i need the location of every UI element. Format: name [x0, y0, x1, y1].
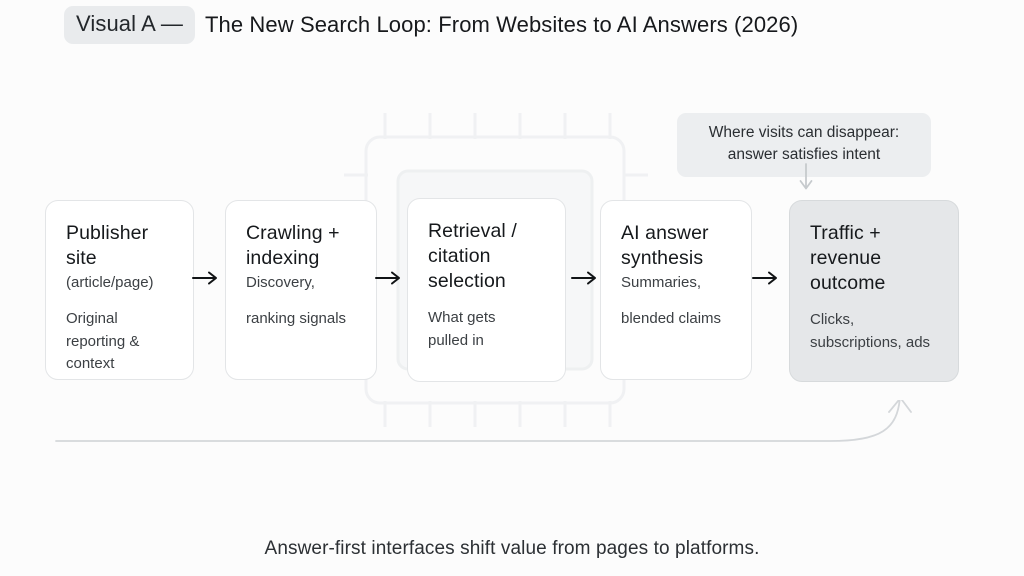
- node-detail: Clicks,subscriptions, ads: [810, 311, 931, 351]
- visual-badge: Visual A —: [64, 6, 195, 44]
- node-detail: ranking signals: [246, 310, 347, 327]
- page-title: Visual A — The New Search Loop: From Web…: [64, 6, 798, 44]
- node-detail: blended claims: [621, 310, 722, 327]
- footer-caption: Answer-first interfaces shift value from…: [264, 538, 760, 559]
- callout-down-arrow-icon: [799, 163, 813, 190]
- callout-line-1: Where visits can disappear:: [708, 124, 900, 141]
- node-heading: Crawling +indexing: [246, 222, 340, 269]
- node-subtext: Discovery,: [246, 273, 315, 291]
- feedback-loop-arrow-icon: [55, 400, 912, 442]
- node-subtext: (article/page): [66, 273, 154, 291]
- arrow-right-icon-2: [375, 271, 400, 285]
- callout-box: Where visits can disappear: answer satis…: [677, 113, 931, 177]
- arrow-right-icon-1: [192, 271, 217, 285]
- arrow-right-icon-4: [752, 271, 777, 285]
- title-text: The New Search Loop: From Websites to AI…: [205, 12, 799, 37]
- flow-node-crawling-indexing[interactable]: Crawling +indexing Discovery, ranking si…: [225, 200, 377, 380]
- node-subtext: Summaries,: [621, 273, 702, 291]
- arrow-right-icon-3: [571, 271, 596, 285]
- callout-line-2: answer satisfies intent: [727, 146, 881, 163]
